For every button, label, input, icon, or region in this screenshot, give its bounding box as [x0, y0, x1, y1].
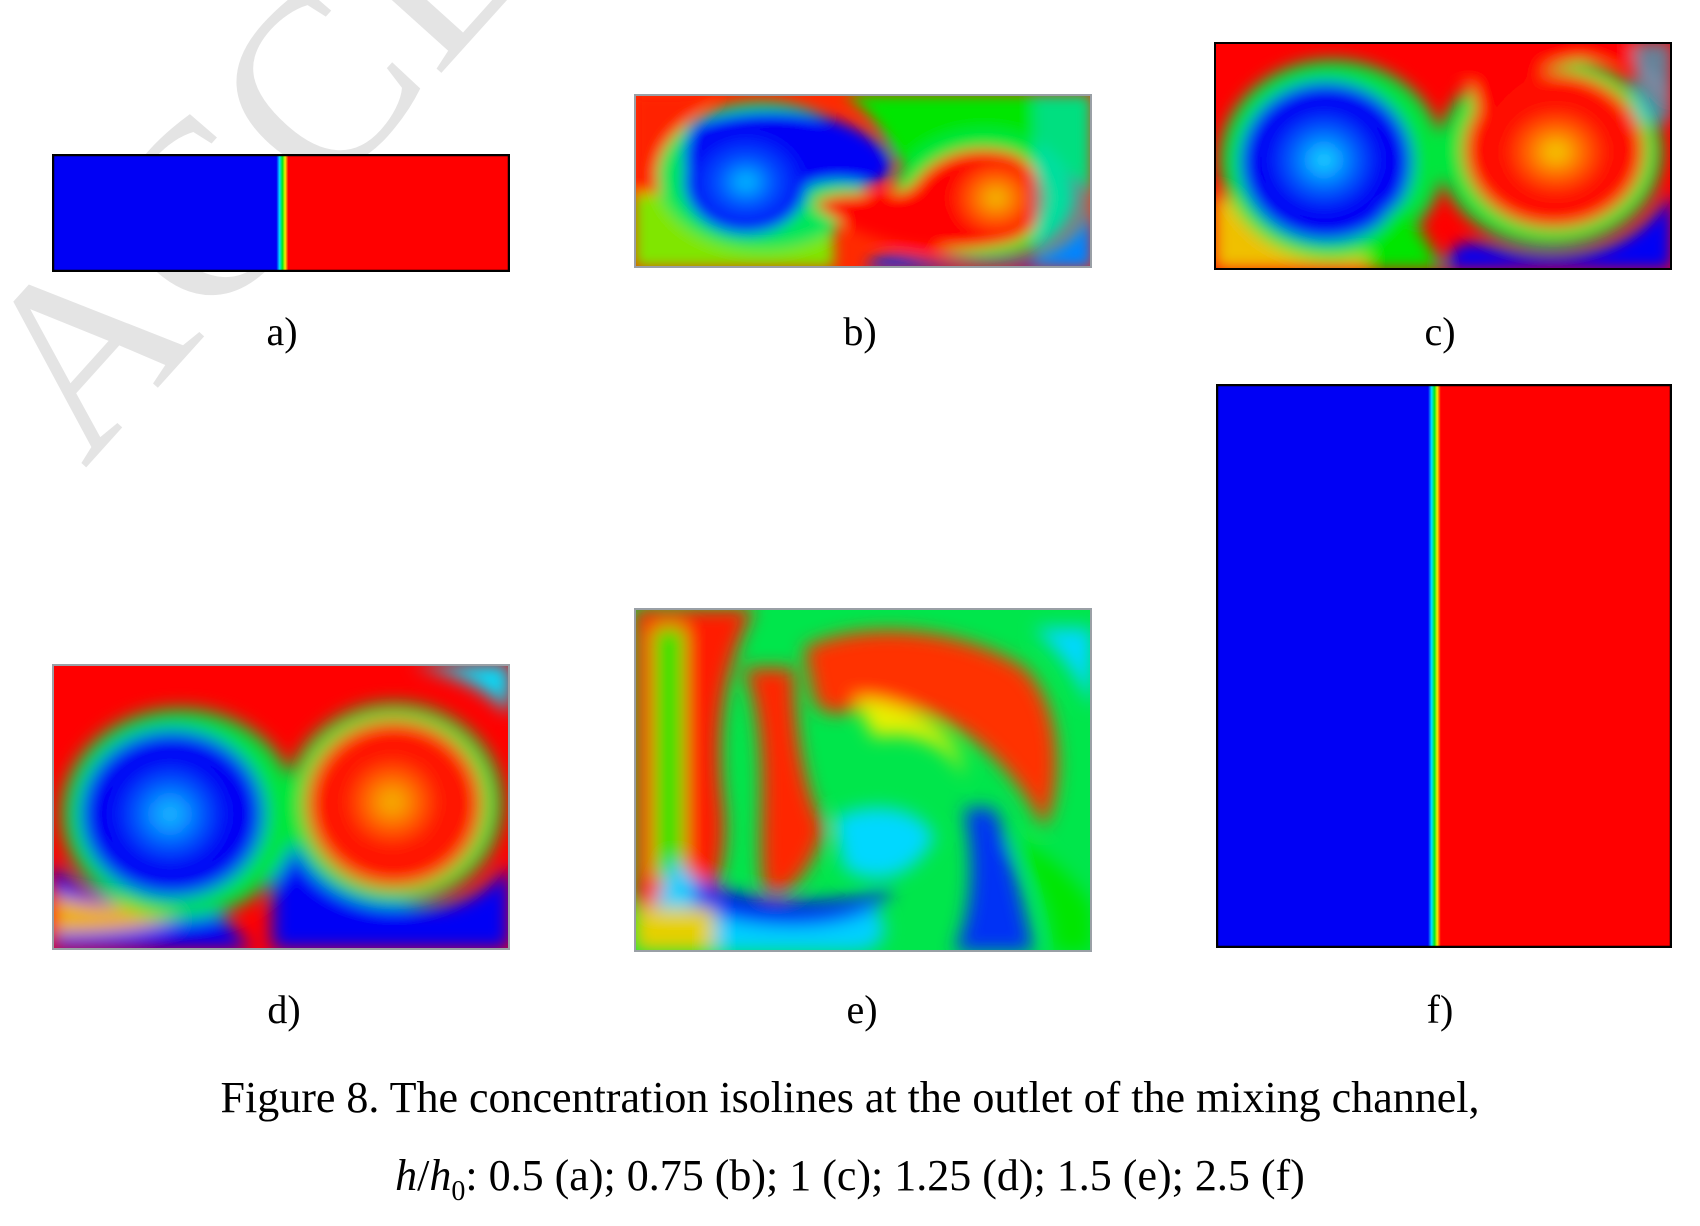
panel-b-label: b) [843, 309, 877, 354]
caption-h-symbol: h [395, 1151, 418, 1200]
caption-values: : 0.5 (a); 0.75 (b); 1 (c); 1.25 (d); 1.… [465, 1151, 1305, 1200]
panel-c-label: c) [1424, 309, 1456, 354]
panel-c-concentration-map [1214, 42, 1672, 270]
panel-f-concentration-map [1216, 384, 1672, 948]
panel-b-concentration-map [634, 94, 1092, 268]
panel-a-label: a) [266, 309, 298, 354]
panel-a-concentration-map [52, 154, 510, 272]
caption-h0-subscript: 0 [451, 1175, 466, 1207]
panel-f-label: f) [1426, 987, 1454, 1032]
figure-caption-line-1: Figure 8. The concentration isolines at … [220, 1073, 1480, 1122]
panel-e-concentration-map [634, 608, 1092, 952]
panel-e-label: e) [846, 987, 878, 1032]
panel-d-label: d) [267, 987, 301, 1032]
panel-d-concentration-map [52, 664, 510, 950]
caption-h0-symbol: h [429, 1151, 452, 1200]
caption-slash: / [417, 1151, 430, 1200]
figure-caption-line-2: h/h0: 0.5 (a); 0.75 (b); 1 (c); 1.25 (d)… [0, 1154, 1700, 1206]
